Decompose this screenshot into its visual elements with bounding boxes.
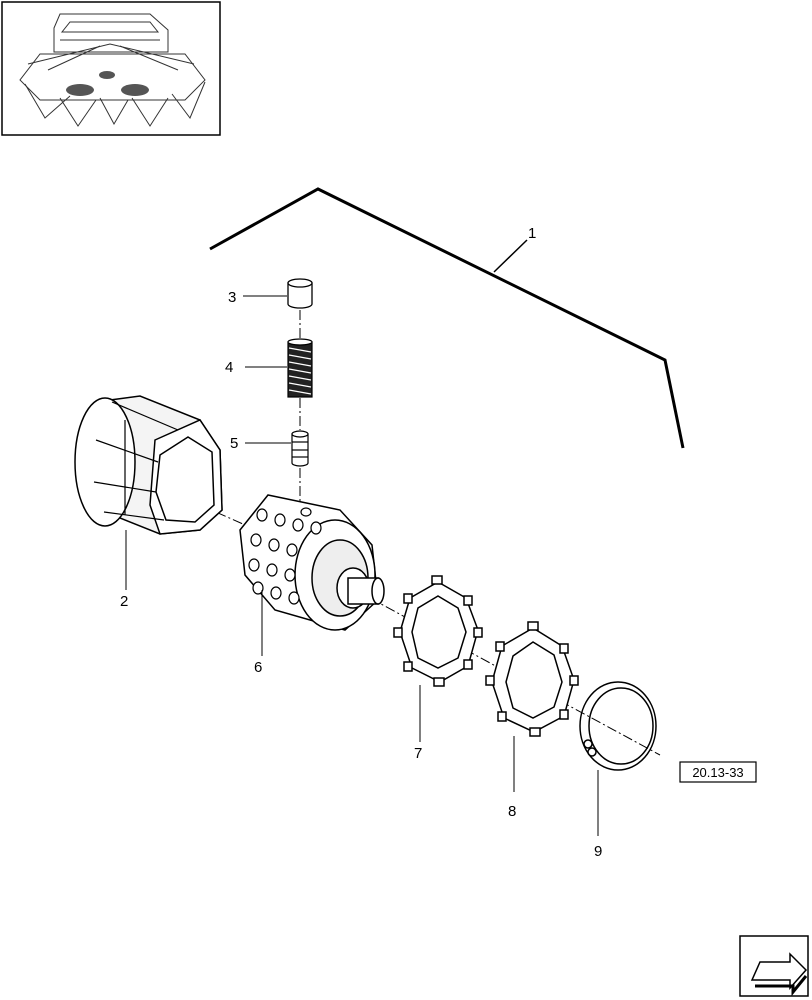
- leader-line-1: [493, 239, 528, 273]
- callout-4: 4: [225, 359, 233, 376]
- callout-7: 7: [414, 745, 422, 762]
- part-8-ring[interactable]: [485, 621, 579, 737]
- callout-5: 5: [230, 435, 238, 452]
- assembly-bracket: [209, 187, 685, 449]
- callout-3: 3: [228, 289, 236, 306]
- part-2-cage[interactable]: [74, 395, 223, 535]
- callout-1: 1: [528, 225, 536, 242]
- callout-9: 9: [594, 843, 602, 860]
- part-9-snap-ring[interactable]: [579, 681, 657, 771]
- part-5-pin[interactable]: [291, 430, 309, 467]
- callout-8: 8: [508, 803, 516, 820]
- callout-2: 2: [120, 593, 128, 610]
- part-3-cap[interactable]: [287, 278, 313, 309]
- part-7-ring[interactable]: [393, 575, 483, 687]
- reference-box-label: 20.13-33: [692, 765, 743, 780]
- part-4-spring[interactable]: [287, 338, 313, 398]
- part-6-hub[interactable]: [239, 494, 385, 631]
- machine-header-thumbnail[interactable]: [1, 1, 221, 136]
- reference-box[interactable]: 20.13-33: [679, 761, 757, 783]
- next-page-arrow-icon[interactable]: [739, 935, 809, 997]
- callout-6: 6: [254, 659, 262, 676]
